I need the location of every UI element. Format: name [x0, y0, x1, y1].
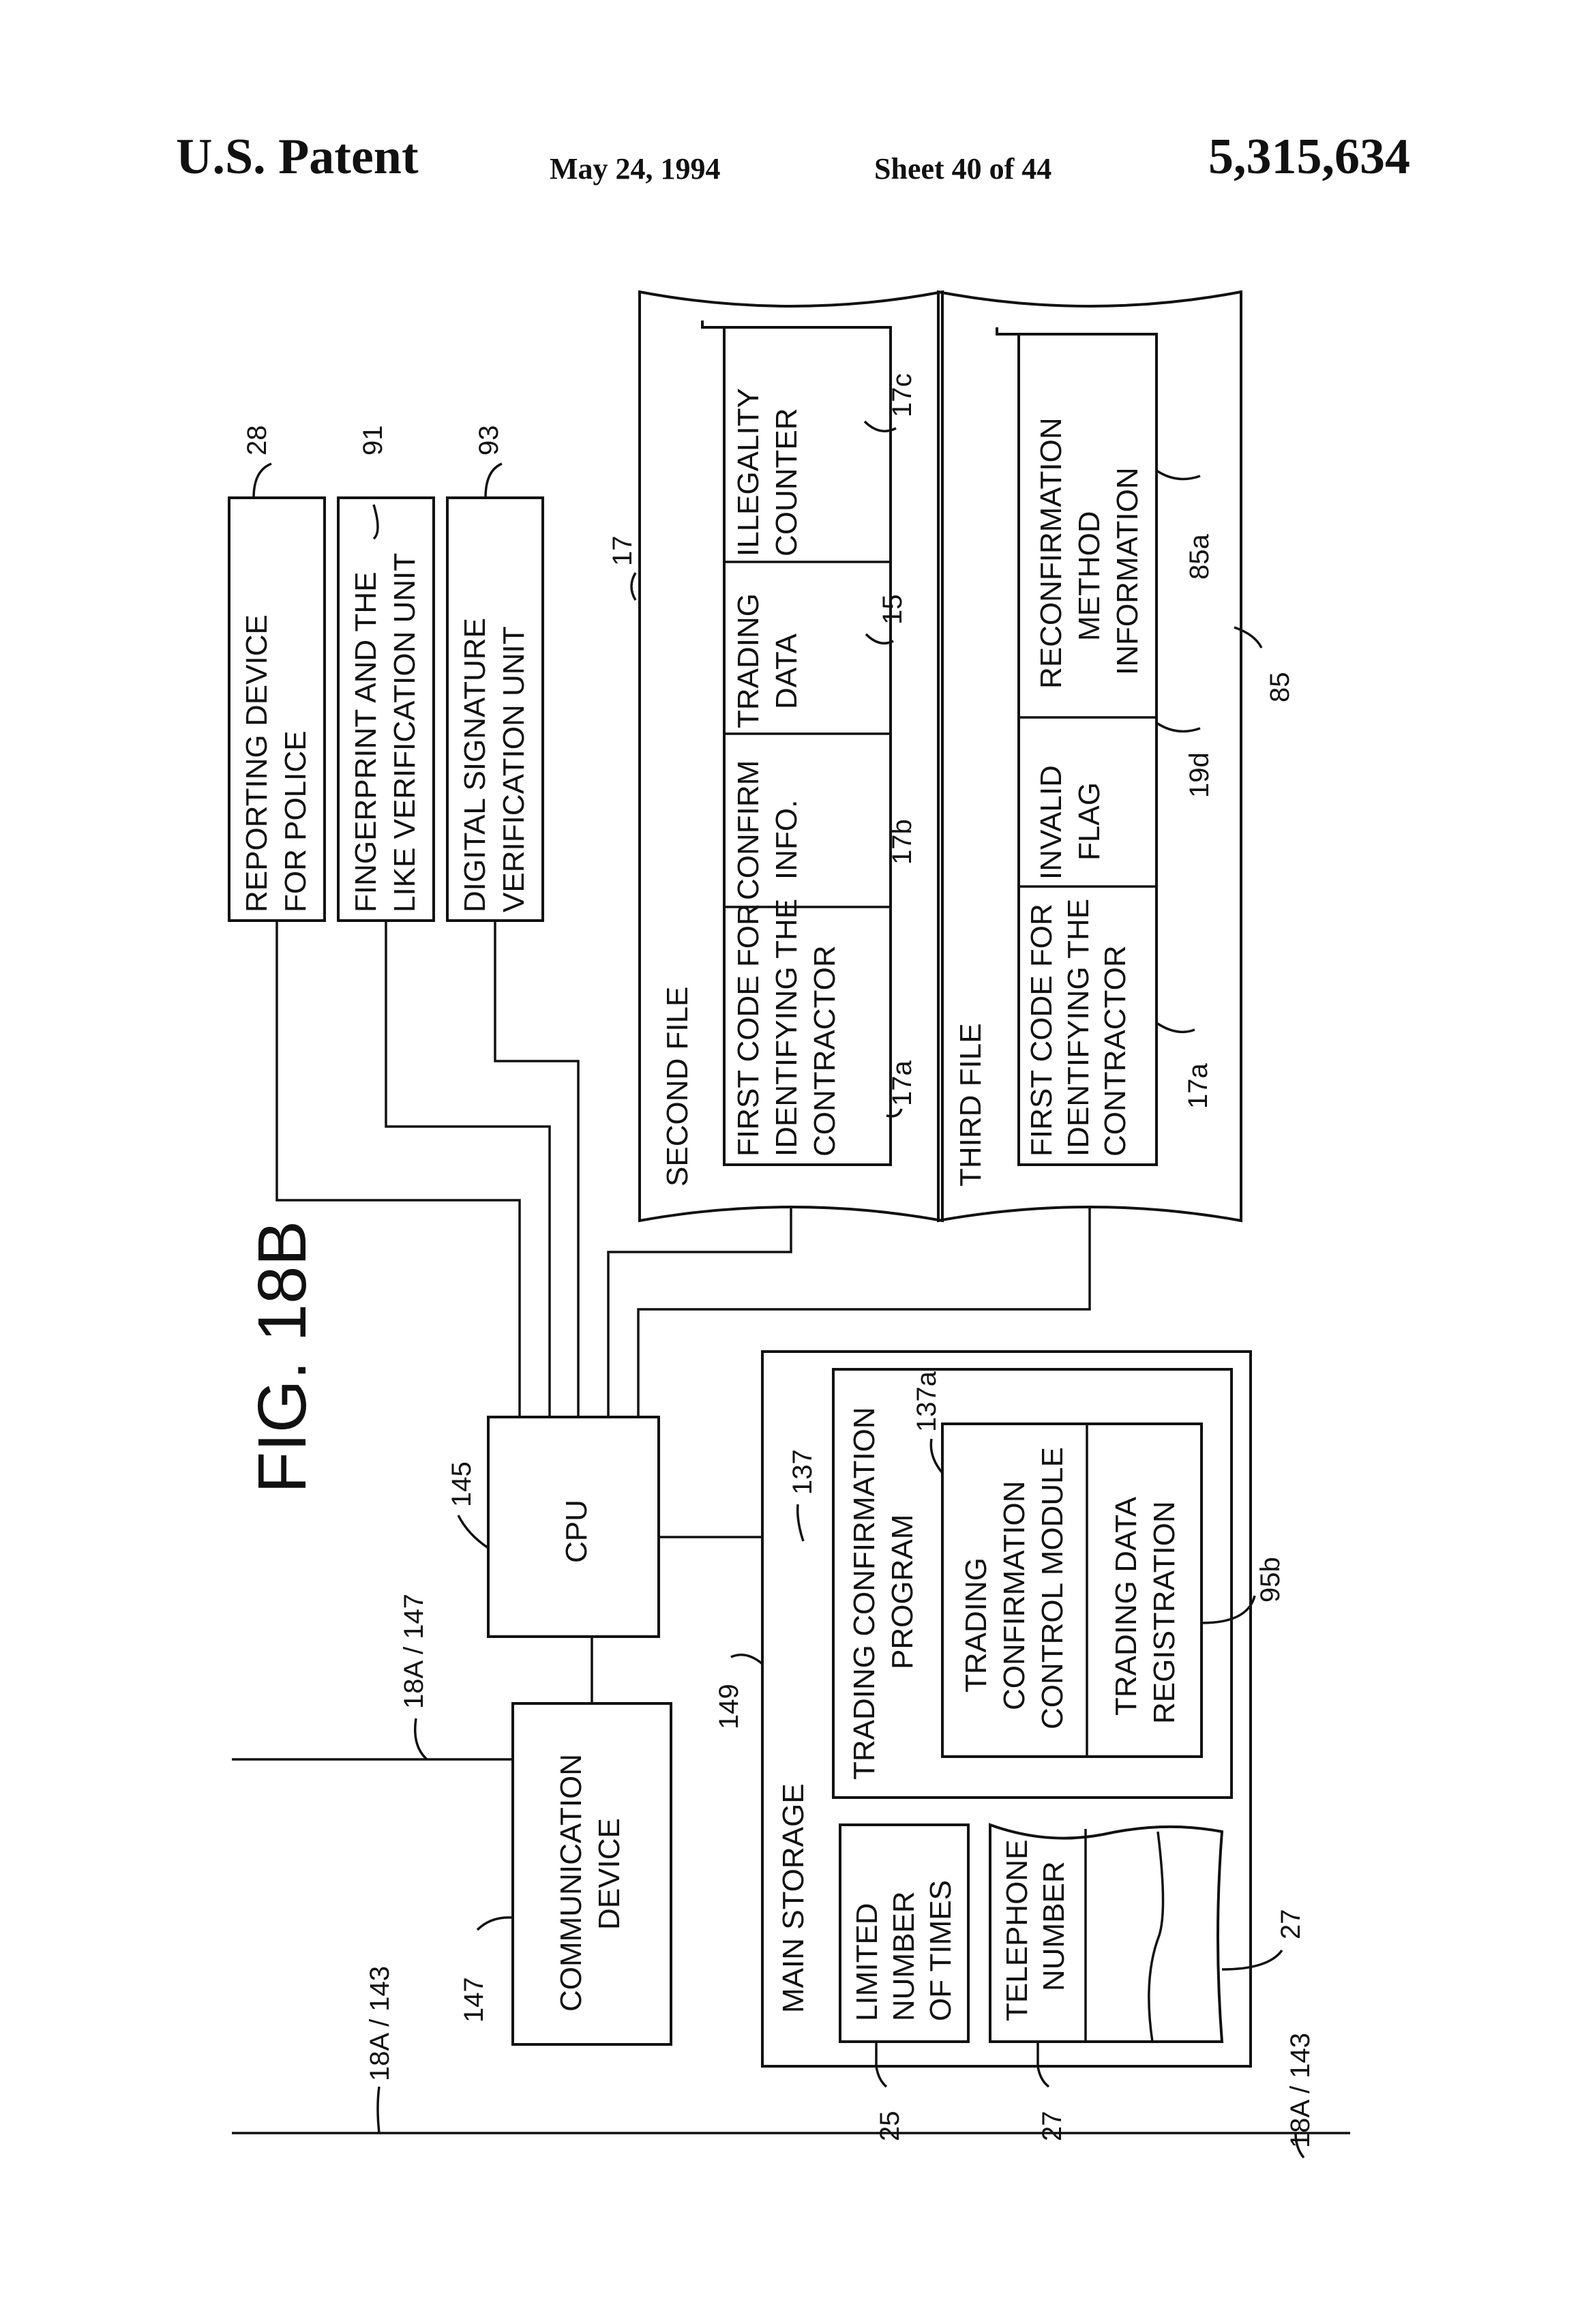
reporting-device-line-1: REPORTING DEVICE	[240, 614, 273, 912]
communication-device-line-2: DEVICE	[593, 1818, 626, 1930]
limited-times-line-1: LIMITED	[850, 1903, 884, 2021]
fingerprint-unit-box: FINGERPRINT AND THE LIKE VERIFICATION UN…	[338, 498, 434, 921]
signature-unit-box: DIGITAL SIGNATURE VERIFICATION UNIT	[447, 498, 543, 921]
figure-title: FIG. 18B	[244, 1221, 320, 1493]
fingerprint-unit-line-1: FINGERPRINT AND THE	[349, 571, 383, 912]
signature-unit-line-2: VERIFICATION UNIT	[497, 626, 531, 912]
registration-ref: 95b	[1255, 1557, 1285, 1603]
second-file-title: SECOND FILE	[661, 987, 694, 1187]
communication-device-line-1: COMMUNICATION	[554, 1754, 588, 2012]
second-file-field-2-ref: 17b	[887, 819, 917, 865]
program-line-2: PROGRAM	[886, 1515, 919, 1669]
comm-line-label: 18A / 147	[399, 1594, 429, 1709]
third-file-field-3-line-2: METHOD	[1073, 511, 1106, 641]
reporting-device-box: REPORTING DEVICE FOR POLICE	[229, 498, 325, 921]
left-bus-label: 18A / 143	[365, 1966, 395, 2081]
third-file-ref: 85	[1265, 672, 1295, 703]
third-file-field-1-ref: 17a	[1183, 1063, 1213, 1109]
second-file-field-3-line-2: DATA	[770, 634, 803, 709]
telephone-line-1: TELEPHONE	[1000, 1839, 1034, 2021]
fingerprint-unit-line-2: LIKE VERIFICATION UNIT	[388, 553, 421, 912]
module-ref: 137a	[912, 1371, 942, 1432]
signature-unit-ref: 93	[474, 426, 504, 456]
second-file-field-1-line-3: CONTRACTOR	[808, 945, 841, 1157]
third-file-title: THIRD FILE	[954, 1023, 987, 1187]
cpu-box: CPU	[488, 1417, 659, 1637]
limited-times-line-3: OF TIMES	[924, 1880, 957, 2021]
second-file-ref: 17	[608, 536, 638, 567]
second-file-field-3-ref: 15	[878, 595, 908, 625]
module-line-1: TRADING	[959, 1558, 993, 1693]
telephone-line-2: NUMBER	[1037, 1861, 1071, 1991]
signature-unit-line-1: DIGITAL SIGNATURE	[458, 618, 492, 912]
main-storage-title: MAIN STORAGE	[777, 1783, 810, 2013]
main-storage-ref: 149	[714, 1684, 744, 1729]
module-line-3: CONTROL MODULE	[1036, 1447, 1069, 1729]
telephone-list-ref: 27	[1276, 1909, 1306, 1940]
module-line-2: CONFIRMATION	[998, 1481, 1031, 1711]
third-file-field-1-line-2: IDENTIFYING THE	[1062, 899, 1095, 1157]
second-file-field-1-ref: 17a	[887, 1060, 917, 1106]
second-file-field-3-line-1: TRADING	[732, 593, 765, 728]
third-file-field-2-ref: 19d	[1184, 752, 1214, 798]
telephone-ref: 27	[1037, 2111, 1067, 2142]
third-file-field-3-line-1: RECONFIRMATION	[1034, 417, 1068, 689]
communication-device-box: COMMUNICATION DEVICE	[513, 1703, 671, 2044]
second-file-field-2-line-2: INFO.	[770, 800, 803, 880]
second-file-field-4-ref: 17c	[887, 374, 917, 418]
registration-line-1: TRADING DATA	[1109, 1496, 1143, 1716]
communication-device-ref: 147	[459, 1977, 489, 2023]
limited-times-line-2: NUMBER	[887, 1891, 921, 2021]
second-file-field-4-line-1: ILLEGALITY	[732, 388, 765, 556]
program-ref: 137	[788, 1449, 818, 1495]
limited-times-ref: 25	[875, 2111, 905, 2142]
right-bus-label: 18A / 143	[1285, 2033, 1315, 2148]
second-file-field-4-line-2: COUNTER	[770, 408, 803, 556]
fingerprint-unit-ref: 91	[358, 426, 388, 456]
third-file-field-2-line-1: INVALID	[1034, 765, 1068, 880]
third-file-field-1-line-3: CONTRACTOR	[1099, 945, 1132, 1157]
reporting-device-ref: 28	[242, 426, 272, 456]
second-file-field-2-line-1: CONFIRM	[732, 760, 765, 900]
main-storage: MAIN STORAGE TRADING CONFIRMATION PROGRA…	[762, 1352, 1251, 2066]
cpu-ref: 145	[447, 1461, 477, 1507]
third-file-field-3-line-3: INFORMATION	[1111, 467, 1144, 675]
cpu-label: CPU	[560, 1500, 593, 1563]
third-file-field-3-ref: 85a	[1184, 534, 1214, 580]
third-file-field-2-line-2: FLAG	[1073, 782, 1106, 861]
registration-line-2: REGISTRATION	[1148, 1501, 1181, 1724]
second-file-field-1-line-1: FIRST CODE FOR	[732, 904, 765, 1157]
second-file-field-1-line-2: IDENTIFYING THE	[770, 899, 803, 1157]
program-line-1: TRADING CONFIRMATION	[848, 1407, 881, 1780]
reporting-device-line-2: FOR POLICE	[279, 731, 312, 913]
third-file-field-1-line-1: FIRST CODE FOR	[1025, 904, 1058, 1157]
